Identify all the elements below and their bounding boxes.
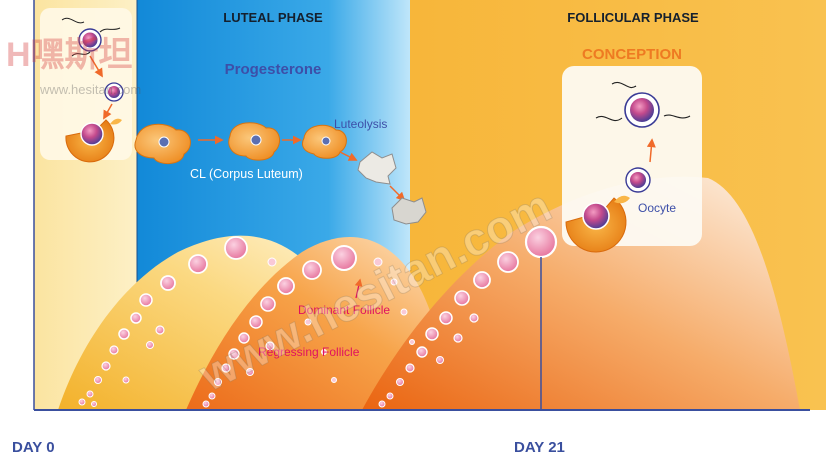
conception-inset-panel bbox=[562, 66, 702, 246]
watermark-logo-url: www.hesitan.com bbox=[39, 82, 141, 97]
progesterone-label: Progesterone bbox=[225, 61, 322, 78]
corpus-luteum-label: CL (Corpus Luteum) bbox=[190, 167, 303, 181]
follicles-wave-2 bbox=[202, 245, 415, 408]
watermark-logo-text: H嘿斯坦 bbox=[6, 36, 133, 74]
hesitan-logo-watermark: H嘿斯坦 www.hesitan.com bbox=[6, 36, 141, 97]
luteal-phase-title: LUTEAL PHASE bbox=[223, 10, 323, 25]
conception-label: CONCEPTION bbox=[582, 46, 682, 63]
dominant-follicle-pointer bbox=[354, 278, 363, 299]
conception-sequence bbox=[565, 82, 691, 253]
follicular-phase-title: FOLLICULAR PHASE bbox=[567, 10, 699, 25]
day-0-label: DAY 0 bbox=[12, 439, 55, 456]
corpus-luteum-sequence bbox=[134, 122, 427, 225]
follicle-wave-2 bbox=[186, 237, 452, 410]
ovulation-sequence bbox=[61, 17, 124, 163]
dominant-follicle-label: Dominant Follicle bbox=[298, 303, 390, 317]
luteolysis-label: Luteolysis bbox=[334, 117, 387, 131]
follicles-wave-1 bbox=[78, 236, 337, 407]
oocyte-label: Oocyte bbox=[638, 201, 676, 215]
ovulation-inset-panel bbox=[40, 8, 132, 160]
day-21-label: DAY 21 bbox=[514, 439, 565, 456]
follicles-wave-3 bbox=[378, 225, 558, 408]
regressing-follicle-label: Regressing Follicle bbox=[258, 345, 360, 359]
